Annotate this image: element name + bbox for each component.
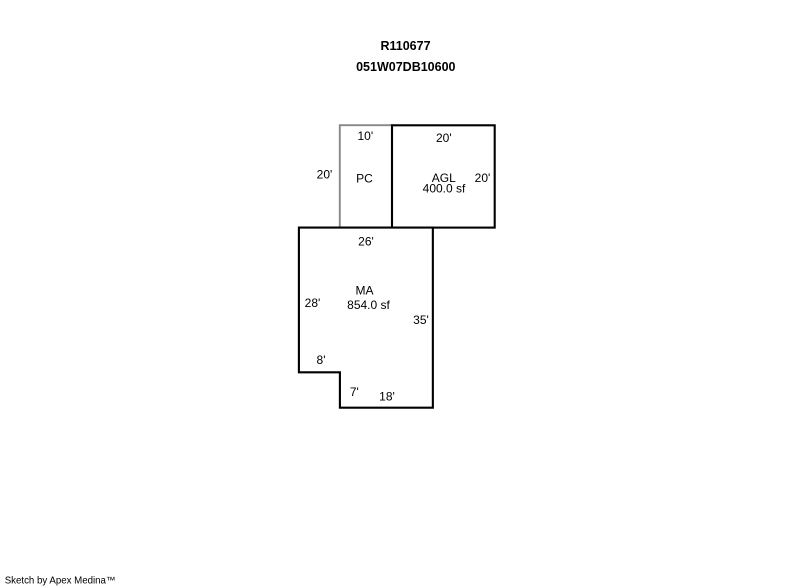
svg-text:20': 20' [475, 171, 491, 185]
svg-text:18': 18' [379, 390, 395, 404]
svg-text:20': 20' [436, 131, 452, 145]
svg-text:20': 20' [317, 167, 333, 181]
svg-text:051W07DB10600: 051W07DB10600 [356, 60, 455, 74]
svg-text:R110677: R110677 [380, 39, 430, 53]
svg-text:26': 26' [358, 235, 374, 249]
svg-text:MA: MA [356, 284, 374, 298]
svg-text:854.0 sf: 854.0 sf [347, 298, 390, 312]
svg-text:400.0 sf: 400.0 sf [423, 181, 466, 195]
svg-text:7': 7' [350, 385, 359, 399]
svg-text:10': 10' [357, 129, 373, 143]
svg-text:35': 35' [413, 313, 429, 327]
svg-text:28': 28' [305, 296, 321, 310]
svg-text:PC: PC [356, 172, 373, 186]
svg-text:Sketch by Apex Medina™: Sketch by Apex Medina™ [5, 575, 116, 586]
svg-text:AGL: AGL [432, 171, 456, 185]
svg-text:8': 8' [317, 353, 326, 367]
